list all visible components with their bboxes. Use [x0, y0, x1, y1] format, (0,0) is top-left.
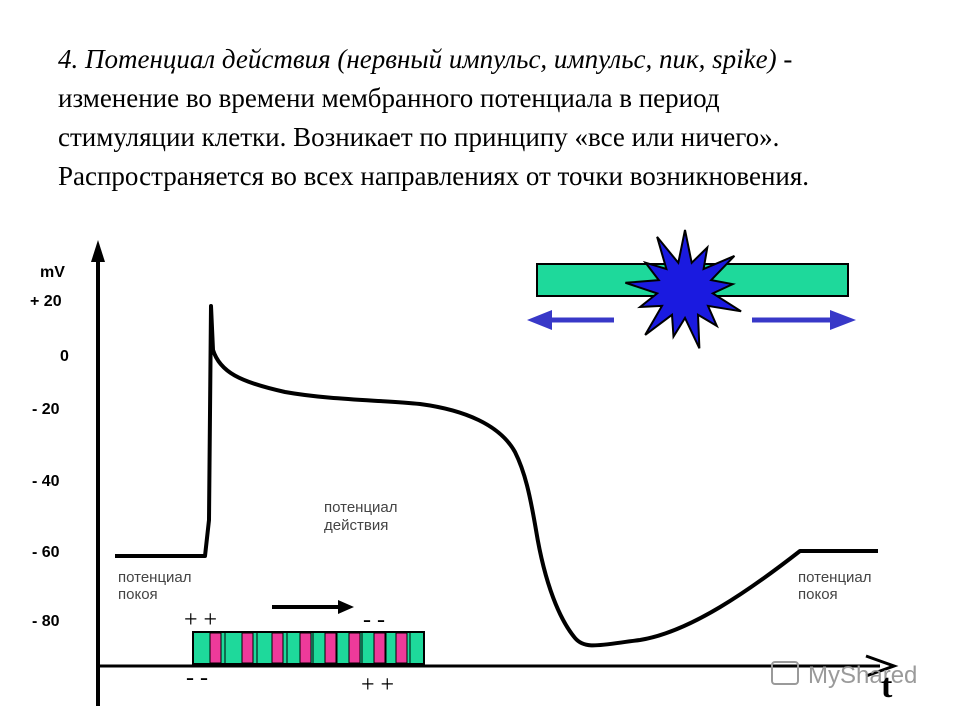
x-axis-label: t: [881, 668, 893, 705]
y-axis-unit: mV: [40, 264, 65, 281]
charge-signs-bottom-right: + +: [361, 672, 394, 698]
y-tick-label: 0: [60, 348, 69, 365]
action-potential-curve: [115, 304, 878, 648]
excitation-spike-icon: [625, 229, 742, 349]
action-potential-label: потенциал: [324, 499, 398, 516]
x-axis-arrowhead: [865, 654, 899, 678]
watermark: MyShared: [808, 662, 917, 689]
membrane-stripes: [209, 632, 411, 664]
y-tick-label: + 20: [30, 293, 62, 310]
slide-text: 4. Потенциал действия (нервный импульс, …: [58, 40, 858, 196]
charge-signs-top-right: - -: [363, 607, 385, 633]
y-axis-arrowhead: [91, 240, 105, 262]
y-tick-label: - 60: [32, 544, 60, 561]
resting-potential-label-left: потенциал: [118, 569, 192, 586]
y-tick-label: - 20: [32, 401, 60, 418]
charge-signs-top-left: + +: [184, 607, 217, 633]
slide-heading-italic: 4. Потенциал действия (нервный импульс, …: [58, 44, 777, 74]
y-tick-label: - 80: [32, 613, 60, 630]
membrane-stripe: [209, 632, 222, 664]
membrane-stripe: [395, 632, 408, 664]
impulse-direction-arrowhead: [338, 600, 354, 614]
y-tick-label: - 40: [32, 473, 60, 490]
membrane-strip: [192, 631, 425, 665]
membrane-stripe: [348, 632, 361, 664]
membrane-stripe: [373, 632, 386, 664]
propagation-arrowhead-left: [527, 310, 552, 330]
propagation-arrowhead-right: [830, 310, 856, 330]
membrane-stripe: [324, 632, 337, 664]
membrane-stripe: [271, 632, 284, 664]
membrane-stripe: [241, 632, 254, 664]
resting-potential-label-right: потенциал: [798, 569, 872, 586]
charge-signs-bottom-left: - -: [186, 665, 208, 691]
membrane-stripe: [299, 632, 312, 664]
slide-heading-body: - изменение во времени мембранного потен…: [58, 44, 810, 191]
action-potential-label: действия: [324, 517, 388, 534]
watermark-logo-icon: [771, 661, 799, 685]
resting-potential-label-right: покоя: [798, 586, 838, 603]
resting-potential-label-left: покоя: [118, 586, 158, 603]
